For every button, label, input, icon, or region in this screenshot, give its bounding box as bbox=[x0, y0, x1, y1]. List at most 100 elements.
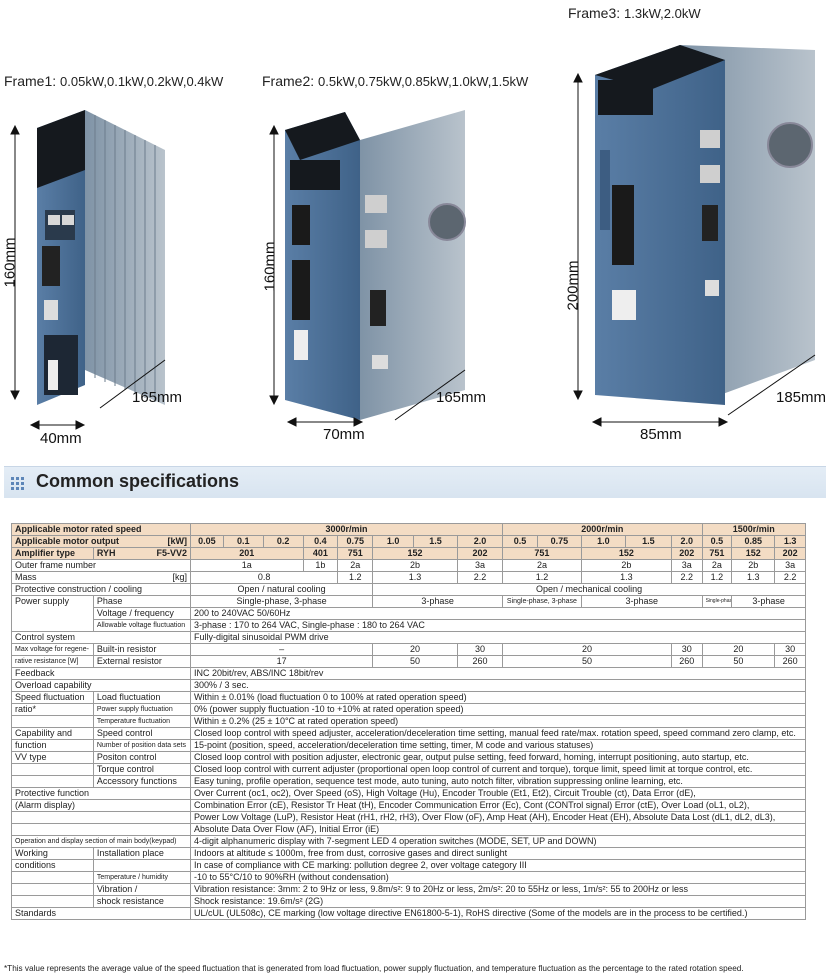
speed-2000-header: 2000r/min bbox=[502, 523, 703, 536]
table-row: Absolute Data Over Flow (AF), Initial Er… bbox=[10, 823, 806, 836]
frame2-amplifier-image bbox=[285, 110, 466, 420]
frame-number-cell: 2b bbox=[372, 559, 459, 572]
control-system-value: Fully-digital sinusoidal PWM drive bbox=[190, 631, 806, 644]
feedback-value: INC 20bit/rev, ABS/INC 18bit/rev bbox=[190, 667, 806, 680]
protective-natural-cell: Open / natural cooling bbox=[190, 583, 374, 596]
capability-label-3: VV type bbox=[11, 751, 94, 764]
mass-cell: 0.8 bbox=[190, 571, 339, 584]
speed-1500-header: 1500r/min bbox=[701, 523, 807, 536]
blank-cell bbox=[10, 823, 192, 836]
regen-label-2: rative resistance [W] bbox=[11, 655, 94, 668]
amp-model-label: F5-VV2 bbox=[156, 548, 188, 559]
table-row: Applicable motor output [kW] 0.05 0.1 0.… bbox=[10, 535, 806, 548]
table-row: Amplifier type RYH F5-VV2 201 401 751 15… bbox=[11, 547, 806, 560]
external-resistor-cell: 260 bbox=[457, 655, 504, 668]
mass-label-text: Mass bbox=[15, 572, 37, 583]
amp-type-cell: 401 bbox=[302, 547, 339, 560]
frame2-depth-dim: 165mm bbox=[436, 389, 487, 406]
frame-number-cell: 2a bbox=[701, 559, 733, 572]
dots-icon bbox=[11, 477, 27, 490]
working-label-1: Working bbox=[11, 847, 94, 860]
speed-control-label: Speed control bbox=[92, 727, 192, 740]
table-row: Power Low Voltage (LuP), Resistor Heat (… bbox=[10, 811, 806, 824]
output-cell: 0.4 bbox=[302, 535, 339, 548]
amp-type-cell: 152 bbox=[580, 547, 672, 560]
voltage-value: 200 to 240VAC 50/60Hz bbox=[190, 607, 806, 620]
standards-value: UL/cUL (UL508c), CE marking (low voltage… bbox=[190, 907, 806, 920]
builtin-resistor-label: Built-in resistor bbox=[92, 643, 192, 656]
frame1-height-dim: 160mm bbox=[1, 237, 19, 288]
amp-ryh-label: RYH bbox=[96, 548, 116, 559]
output-cell: 1.5 bbox=[413, 535, 459, 548]
op-display-value: 4-digit alphanumeric display with 7-segm… bbox=[190, 835, 806, 848]
load-fluct-value: Within ± 0.01% (load fluctuation 0 to 10… bbox=[190, 691, 806, 704]
output-cell: 0.1 bbox=[222, 535, 264, 548]
output-cell: 0.2 bbox=[262, 535, 304, 548]
frame-number-cell: 3a bbox=[670, 559, 703, 572]
frame-number-cell: 2a bbox=[502, 559, 582, 572]
footnote: *This value represents the average value… bbox=[4, 964, 744, 973]
position-control-value: Closed loop control with position adjust… bbox=[190, 751, 806, 764]
frame3-label: Frame3: 1.3kW,2.0kW bbox=[568, 5, 701, 21]
output-header-label: Applicable motor output bbox=[15, 536, 119, 547]
phase-cell: Single-phase, 3-phase bbox=[701, 595, 733, 608]
phase-label: Phase bbox=[92, 595, 192, 608]
amp-type-cell: 202 bbox=[457, 547, 504, 560]
amp-type-cell: 152 bbox=[731, 547, 776, 560]
output-cell: 2.0 bbox=[457, 535, 504, 548]
mass-cell: 1.3 bbox=[731, 571, 776, 584]
builtin-resistor-cell: 20 bbox=[372, 643, 459, 656]
table-row: function Number of position data sets 15… bbox=[11, 739, 806, 752]
vibration-value: Vibration resistance: 3mm: 2 to 9Hz or l… bbox=[190, 883, 806, 896]
external-resistor-cell: 260 bbox=[670, 655, 703, 668]
vibration-label-2: shock resistance bbox=[92, 895, 192, 908]
frame1-label: Frame1: 0.05kW,0.1kW,0.2kW,0.4kW bbox=[4, 73, 223, 89]
table-row: ratio* Power supply fluctuation 0% (powe… bbox=[11, 703, 806, 716]
builtin-resistor-cell: 20 bbox=[502, 643, 672, 656]
mass-cell: 1.2 bbox=[502, 571, 582, 584]
table-row: Overload capability 300% / 3 sec. bbox=[10, 679, 806, 692]
phase-cell: Single-phase, 3-phase bbox=[502, 595, 582, 608]
output-cell: 0.5 bbox=[701, 535, 733, 548]
temp-fluct-label: Temperature fluctuation bbox=[92, 715, 192, 728]
section-title: Common specifications bbox=[36, 471, 240, 491]
mass-cell: 1.3 bbox=[372, 571, 459, 584]
speed-control-value: Closed loop control with speed adjuster,… bbox=[190, 727, 806, 740]
frame-number-cell: 2a bbox=[337, 559, 374, 572]
power-fluct-label: Power supply fluctuation bbox=[92, 703, 192, 716]
table-row: Max voltage for regene- Built-in resisto… bbox=[11, 643, 806, 656]
blank-cell bbox=[11, 763, 94, 776]
table-row: Temperature / humidity -10 to 55°C/10 to… bbox=[11, 871, 806, 884]
temp-humid-value: -10 to 55°C/10 to 90%RH (without condens… bbox=[190, 871, 806, 884]
frame-number-cell: 2b bbox=[580, 559, 672, 572]
mass-unit: [kg] bbox=[172, 572, 188, 583]
table-row: Standards UL/cUL (UL508c), CE marking (l… bbox=[10, 907, 806, 920]
amp-type-header: Amplifier type bbox=[11, 547, 94, 560]
mass-cell: 2.2 bbox=[457, 571, 504, 584]
frame2-title: Frame2: bbox=[262, 73, 315, 89]
frame1-depth-dim: 165mm bbox=[132, 389, 183, 406]
phase-cell: 3-phase bbox=[372, 595, 504, 608]
mass-cell: 2.2 bbox=[774, 571, 806, 584]
frame1-amplifier-image bbox=[37, 110, 165, 405]
table-row: Voltage / frequency 200 to 240VAC 50/60H… bbox=[12, 607, 806, 620]
table-row: Outer frame number 1a 1b 2a 2b 3a 2a 2b … bbox=[10, 559, 806, 572]
power-fluct-value: 0% (power supply fluctuation -10 to +10%… bbox=[190, 703, 806, 716]
mass-cell: 1.2 bbox=[337, 571, 374, 584]
num-pos-label: Number of position data sets bbox=[92, 739, 192, 752]
output-cell: 1.0 bbox=[580, 535, 626, 548]
table-row: Accessory functions Easy tuning, profile… bbox=[11, 775, 806, 788]
install-value-2: In case of compliance with CE marking: p… bbox=[190, 859, 806, 872]
builtin-resistor-cell: 30 bbox=[457, 643, 504, 656]
table-row: Mass [kg] 0.8 1.2 1.3 2.2 1.2 1.3 2.2 1.… bbox=[10, 571, 806, 584]
allowable-voltage-value: 3-phase : 170 to 264 VAC, Single-phase :… bbox=[190, 619, 806, 632]
protective-label: Protective construction / cooling bbox=[10, 583, 192, 596]
output-cell: 0.75 bbox=[536, 535, 582, 548]
accessory-value: Easy tuning, profile operation, sequence… bbox=[190, 775, 806, 788]
temp-humid-label: Temperature / humidity bbox=[92, 871, 192, 884]
blank-cell bbox=[11, 715, 94, 728]
external-resistor-cell: 50 bbox=[372, 655, 459, 668]
table-row: Working Installation place Indoors at al… bbox=[11, 847, 806, 860]
frame2-height-dim: 160mm bbox=[261, 241, 279, 292]
amp-type-cell: 751 bbox=[701, 547, 733, 560]
